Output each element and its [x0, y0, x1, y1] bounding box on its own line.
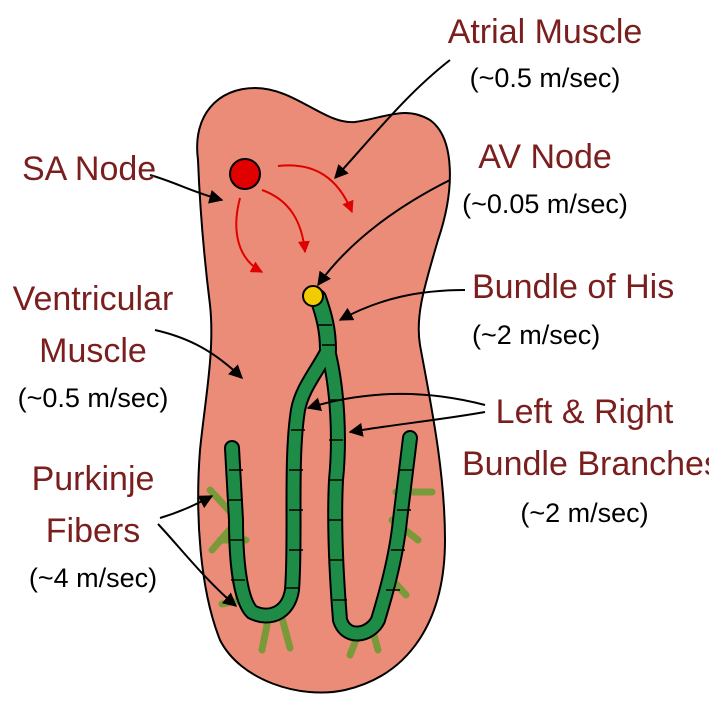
bundle-branches-label-line1: Left & Right — [462, 395, 707, 429]
purkinje-fibers-label-line2: Fibers — [18, 514, 168, 548]
atrial-muscle-speed: (~0.5 m/sec) — [430, 65, 660, 92]
bundle-of-his-label: Bundle of His — [472, 270, 674, 304]
purkinje-fibers-speed: (~4 m/sec) — [18, 565, 168, 592]
ventricular-muscle-label-line2: Muscle — [8, 334, 178, 368]
atrial-muscle-label: Atrial Muscle — [430, 15, 660, 49]
bundle-of-his-speed: (~2 m/sec) — [472, 322, 600, 349]
av-node-speed: (~0.05 m/sec) — [440, 191, 650, 218]
purkinje-fibers-label-line1: Purkinje — [18, 462, 168, 496]
av-node-label: AV Node — [440, 140, 650, 174]
ventricular-muscle-label-line1: Ventricular — [8, 282, 178, 316]
av-node-dot — [303, 286, 323, 306]
bundle-branches-speed: (~2 m/sec) — [462, 500, 707, 527]
sa-node-label: SA Node — [22, 152, 156, 186]
bundle-branches-label-line2: Bundle Branches — [462, 447, 707, 481]
sa-node-dot — [230, 159, 260, 189]
ventricular-muscle-speed: (~0.5 m/sec) — [8, 385, 178, 412]
